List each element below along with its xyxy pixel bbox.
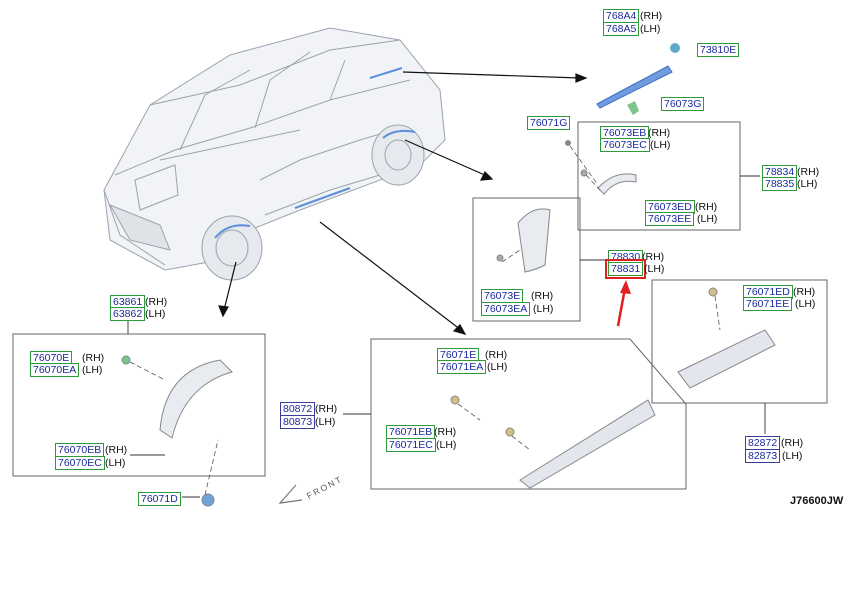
leader-arrows [218,71,588,335]
sill-rear-pieces [677,287,776,389]
sill-pieces [450,395,656,489]
side-lh: (LH) [797,178,818,190]
part-label-76073G[interactable]: 76073G [661,97,705,111]
side-rh: (RH) [640,10,663,22]
side-rh: (RH) [695,201,718,213]
molding-strip [596,43,680,115]
side-rh: (RH) [648,127,671,139]
side-lh: (LH) [436,439,457,451]
side-lh: (LH) [650,139,671,151]
side-rh: (RH) [781,437,804,449]
front-arrow [278,484,303,504]
side-rh: (RH) [105,444,128,456]
part-label-63861[interactable]: 63861 [110,295,146,309]
side-lh: (LH) [640,23,661,35]
label-connectors [127,175,766,498]
part-label-76073EC[interactable]: 76073EC [600,138,650,152]
diagram-code: J76600JW [790,495,844,507]
side-lh: (LH) [644,263,665,275]
part-label-768A5[interactable]: 768A5 [603,22,640,36]
side-rh: (RH) [485,349,508,361]
side-lh: (LH) [782,450,803,462]
part-label-76073EE[interactable]: 76073EE [645,212,695,226]
part-label-76070E[interactable]: 76070E [30,351,73,365]
part-label-76070EC[interactable]: 76070EC [55,456,105,470]
side-rh: (RH) [82,352,105,364]
side-lh: (LH) [145,308,166,320]
center-molding-pieces [496,208,551,273]
box-fender-front [12,333,266,477]
side-lh: (LH) [487,361,508,373]
part-label-78835[interactable]: 78835 [762,177,798,191]
side-rh: (RH) [793,286,816,298]
side-rh: (RH) [145,296,168,308]
side-rh: (RH) [642,251,665,263]
part-label-73810E[interactable]: 73810E [697,43,740,57]
side-lh: (LH) [697,213,718,225]
red-pointer-arrow [616,280,631,327]
part-label-82873[interactable]: 82873 [745,449,781,463]
dashed-guides [129,145,721,496]
part-label-80873[interactable]: 80873 [280,415,316,429]
part-label-76073EA[interactable]: 76073EA [481,302,531,316]
part-label-76071EA[interactable]: 76071EA [437,360,487,374]
part-label-76071EC[interactable]: 76071EC [386,438,436,452]
box-fender-molding-center [472,197,581,322]
part-label-76071EE[interactable]: 76071EE [743,297,793,311]
part-label-76071E[interactable]: 76071E [437,348,480,362]
part-label-76070EA[interactable]: 76070EA [30,363,80,377]
rear-molding-pieces [565,140,637,195]
part-label-76071EB[interactable]: 76071EB [386,425,436,439]
part-label-76070EB[interactable]: 76070EB [55,443,105,457]
vehicle-illustration [103,27,446,281]
part-label-76071G[interactable]: 76071G [527,116,571,130]
side-lh: (LH) [105,457,126,469]
side-lh: (LH) [795,298,816,310]
part-label-80872[interactable]: 80872 [280,402,316,416]
side-lh: (LH) [315,416,336,428]
part-label-82872[interactable]: 82872 [745,436,781,450]
side-lh: (LH) [82,364,103,376]
box-sill-molding-rear [651,279,828,404]
box-sill-molding [370,338,687,490]
side-lh: (LH) [533,303,554,315]
side-rh: (RH) [434,426,457,438]
part-label-78830[interactable]: 78830 [608,250,644,264]
side-rh: (RH) [315,403,338,415]
highlighted-parts [214,67,416,239]
part-label-78831-selected[interactable]: 78831 [604,259,647,279]
part-label-76073E[interactable]: 76073E [481,289,524,303]
part-label-768A4[interactable]: 768A4 [603,9,640,23]
part-label-76071D[interactable]: 76071D [138,492,181,506]
part-label-63862[interactable]: 63862 [110,307,146,321]
side-rh: (RH) [531,290,554,302]
front-fender-pieces [121,355,233,507]
side-rh: (RH) [797,166,820,178]
